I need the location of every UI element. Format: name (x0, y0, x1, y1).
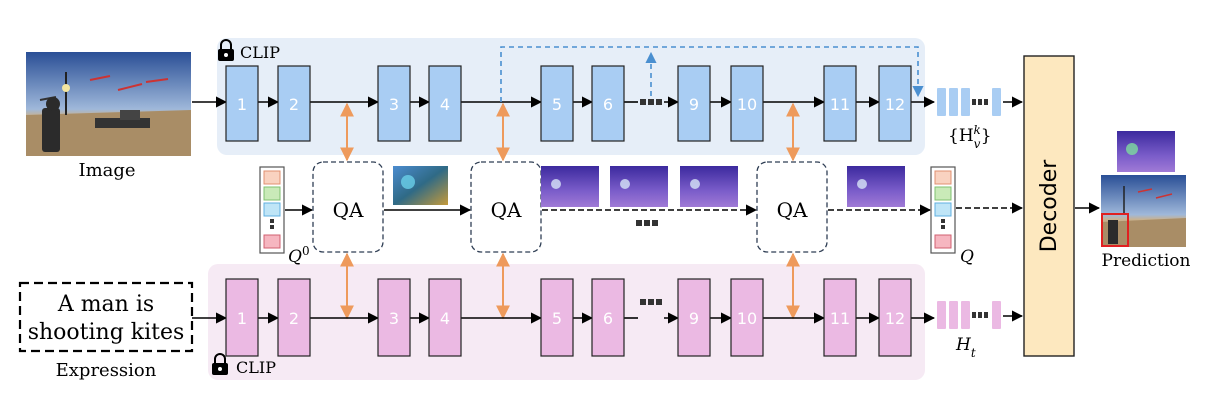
text-layer-2: 2 (277, 278, 311, 357)
text-layer-1: 1 (225, 278, 259, 357)
image-caption: Image (78, 160, 135, 181)
expression-text-line2: shooting kites (28, 320, 185, 345)
text-layer-11: 11 (823, 278, 857, 357)
image-layer-3: 3 (377, 65, 411, 142)
visual-feature-label: {Hvk} (948, 123, 992, 151)
svg-text:5: 5 (552, 95, 562, 114)
svg-text:11: 11 (830, 95, 850, 114)
image-layer-10: 10 (730, 65, 764, 142)
svg-text:QA: QA (333, 198, 364, 222)
text-layer-3: 3 (377, 278, 411, 357)
skip-connection-dashed (500, 46, 924, 102)
image-layer-11: 11 (823, 65, 857, 142)
svg-text:2: 2 (289, 95, 299, 114)
input-image (26, 52, 191, 156)
image-clip-label: CLIP (240, 43, 280, 62)
initial-query-label: Q0 (288, 244, 310, 267)
svg-text:12: 12 (885, 95, 905, 114)
svg-text:4: 4 (440, 95, 450, 114)
decoder-label: Decoder (1037, 159, 1062, 253)
text-clip-label: CLIP (236, 358, 276, 377)
expression-box (18, 281, 194, 353)
text-layer-4: 4 (428, 278, 462, 357)
text-layer-12: 12 (878, 278, 912, 357)
text-layer-5: 5 (540, 278, 574, 357)
prediction-label: Prediction (1102, 251, 1191, 271)
image-layer-2: 2 (277, 65, 311, 142)
final-query-label: Q (960, 247, 974, 267)
svg-text:9: 9 (689, 95, 699, 114)
visual-feature-tokens (937, 88, 1001, 116)
initial-query-stack (259, 166, 285, 254)
svg-text:3: 3 (389, 309, 399, 328)
prediction-mask-thumbnail (1117, 131, 1175, 172)
query-flow-arrows (384, 202, 1024, 216)
lock-icon (218, 39, 234, 61)
expression-text-line1: A man is (57, 292, 154, 317)
svg-text:1: 1 (237, 309, 247, 328)
image-layer-6: 6 (591, 65, 625, 142)
ellipsis-icon (640, 99, 662, 105)
svg-text:10: 10 (737, 309, 757, 328)
qa-module: QA (756, 161, 828, 253)
svg-text:QA: QA (491, 198, 522, 222)
attention-map-thumbnail (610, 166, 668, 207)
image-layer-12: 12 (878, 65, 912, 142)
text-feature-label: Ht (955, 335, 976, 360)
qa-module: QA (470, 161, 542, 253)
svg-text:9: 9 (689, 309, 699, 328)
attention-map-thumbnail (680, 166, 738, 207)
lock-icon (212, 353, 228, 375)
image-layer-4: 4 (428, 65, 462, 142)
text-feature-tokens (937, 301, 1001, 329)
qa-interaction-arrows (340, 102, 800, 320)
svg-text:1: 1 (237, 95, 247, 114)
final-query-stack (930, 166, 956, 254)
text-layer-6: 6 (591, 278, 625, 357)
svg-text:6: 6 (603, 309, 613, 328)
prediction-image (1101, 175, 1186, 247)
svg-text:10: 10 (737, 95, 757, 114)
attention-map-thumbnail (393, 166, 448, 205)
attention-map-thumbnail (847, 166, 905, 207)
text-layer-9: 9 (677, 278, 711, 357)
qa-module: QA (312, 161, 384, 253)
attention-map-thumbnail (541, 166, 599, 207)
svg-text:6: 6 (603, 95, 613, 114)
svg-text:2: 2 (289, 309, 299, 328)
svg-text:11: 11 (830, 309, 850, 328)
svg-text:QA: QA (777, 198, 808, 222)
svg-text:4: 4 (440, 309, 450, 328)
decoder-block (1023, 55, 1075, 357)
text-layer-10: 10 (730, 278, 764, 357)
svg-text:3: 3 (389, 95, 399, 114)
ellipsis-icon (636, 220, 658, 226)
image-layer-9: 9 (677, 65, 711, 142)
svg-text:12: 12 (885, 309, 905, 328)
svg-text:5: 5 (552, 309, 562, 328)
ellipsis-icon (640, 299, 662, 305)
expression-caption: Expression (56, 360, 157, 381)
image-layer-5: 5 (540, 65, 574, 142)
image-layer-1: 1 (225, 65, 259, 142)
